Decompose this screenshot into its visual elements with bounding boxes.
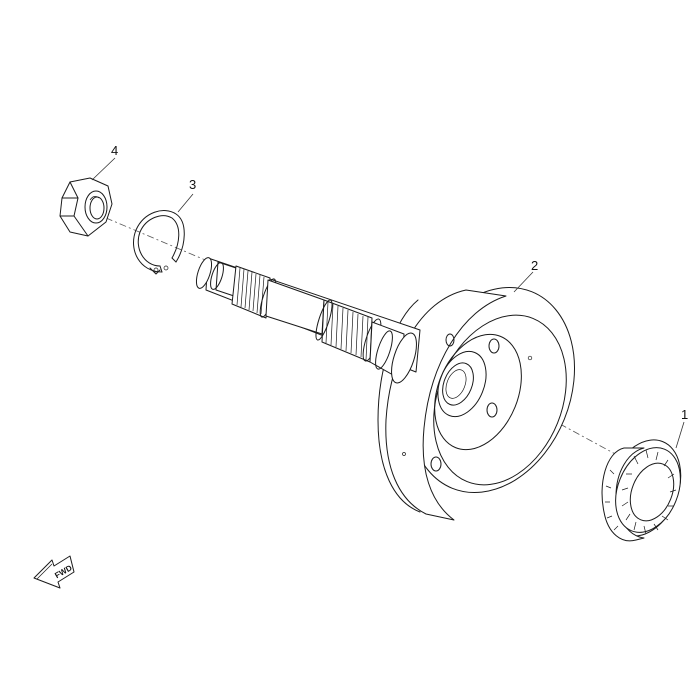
hex-nut[interactable] bbox=[59, 177, 113, 237]
callout-label-1: 1 bbox=[681, 407, 688, 422]
callout-label-3: 3 bbox=[189, 177, 196, 192]
snap-ring[interactable] bbox=[133, 210, 185, 275]
fwd-arrow-icon: FWD bbox=[33, 555, 75, 589]
shaft-with-drum[interactable] bbox=[193, 256, 604, 521]
callout-label-4: 4 bbox=[111, 143, 118, 158]
spline-right bbox=[325, 301, 369, 361]
callout-label-2: 2 bbox=[531, 258, 538, 273]
spline-left bbox=[236, 267, 265, 315]
callout-4: 4 bbox=[91, 143, 118, 181]
one-way-clutch[interactable] bbox=[594, 429, 695, 547]
callout-1: 1 bbox=[675, 407, 688, 449]
callout-2: 2 bbox=[513, 258, 538, 293]
clutch-sprags bbox=[605, 449, 677, 535]
callout-3: 3 bbox=[177, 177, 196, 213]
